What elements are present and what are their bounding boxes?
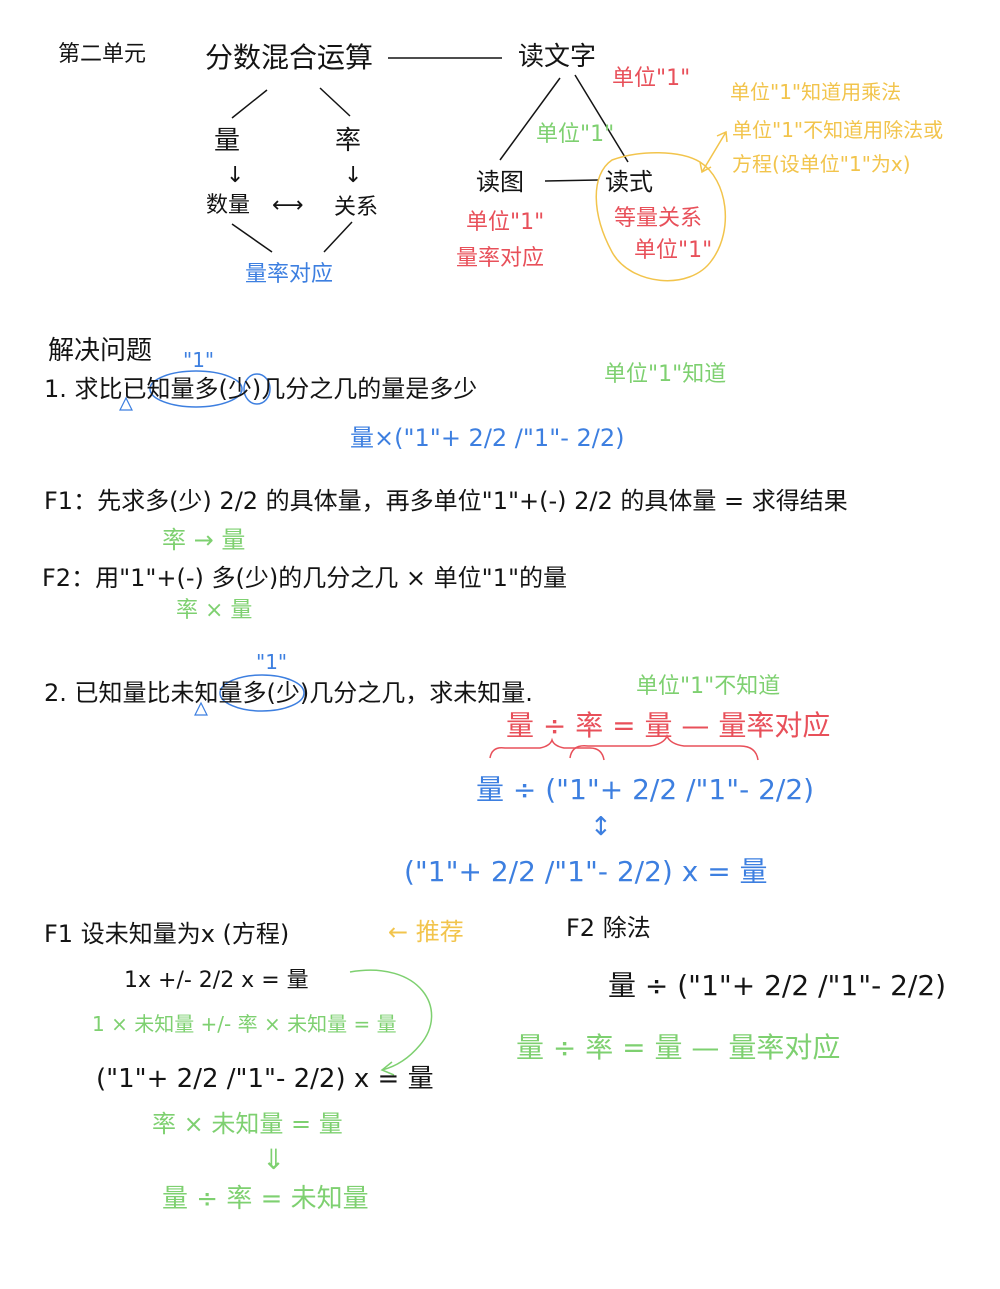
rate-node: 率 (335, 126, 362, 156)
triangle-mark (119, 396, 133, 411)
triangle-line-right (574, 74, 629, 163)
unit-mark-2: "1" (256, 650, 288, 674)
read-graph-node: 读图 (476, 168, 524, 196)
read-text-node: 读文字 (518, 42, 597, 72)
down-arrow-right: ↓ (344, 163, 363, 188)
yellow-note-3: 方程(设单位"1"为x) (732, 152, 911, 176)
correspond-label: 量率对应 (245, 262, 334, 287)
curved-arrow (349, 969, 433, 1071)
circle-known (149, 370, 243, 408)
blue-formula-1: 量 ÷ ("1"+ 2/2 /"1"- 2/2) (476, 773, 815, 806)
triangle-line-bottom (544, 179, 599, 182)
unit1-green-label: 单位"1" (536, 122, 615, 147)
yellow-note-1: 单位"1"知道用乘法 (730, 80, 902, 104)
question-2: 2. 已知量比未知量多(少)几分之几，求未知量. (44, 679, 533, 707)
formula-note-unit: 单位"1" (634, 238, 713, 263)
question-1-note: 单位"1"知道 (604, 362, 727, 387)
arrow-head-top (716, 130, 728, 143)
unit-title: 第二单元 (58, 42, 147, 67)
curved-arrow-head (380, 1061, 395, 1076)
method-2-green: 量 ÷ 率 = 量 — 量率对应 (516, 1031, 841, 1064)
down-arrow-left: ↓ (226, 163, 245, 188)
branch-line-left (231, 89, 268, 119)
method-1-title: F1 设未知量为x (方程) (44, 920, 290, 948)
formula-note-equal: 等量关系 (614, 206, 703, 231)
recommend-note: ← 推荐 (388, 918, 464, 946)
method-f1-sub: 率 → 量 (162, 526, 246, 554)
arrow-head-bottom (699, 161, 712, 174)
red-relation-line: 量 ÷ 率 = 量 — 量率对应 (506, 709, 831, 742)
circle-unknown (219, 674, 305, 712)
equation-1-green: 1 × 未知量 +/- 率 × 未知量 = 量 (92, 1012, 397, 1036)
equation-1: 1x +/- 2/2 x = 量 (124, 968, 309, 993)
topic-title: 分数混合运算 (205, 41, 374, 74)
question-1: 1. 求比已知量多(少)几分之几的量是多少 (44, 375, 478, 403)
method-2-title: F2 除法 (566, 914, 651, 942)
method-f1: F1：先求多(少) 2/2 的具体量，再多单位"1"+(-) 2/2 的具体量 … (44, 487, 848, 515)
unit-mark-1: "1" (183, 348, 215, 372)
double-arrow: ⟷ (272, 193, 304, 218)
question-1-formula: 量×("1"+ 2/2 /"1"- 2/2) (350, 424, 625, 452)
equation-2: ("1"+ 2/2 /"1"- 2/2) x = 量 (96, 1064, 434, 1094)
highlight-loop (595, 152, 726, 282)
method-2-formula: 量 ÷ ("1"+ 2/2 /"1"- 2/2) (608, 969, 947, 1002)
graph-note-unit: 单位"1" (466, 210, 545, 235)
merge-line-right (323, 221, 353, 253)
down-double-arrow: ⇓ (262, 1143, 286, 1176)
unit1-red-label: 单位"1" (612, 66, 691, 91)
merge-line-left (231, 223, 273, 253)
equivalence-arrow: ↕ (590, 812, 612, 842)
method-f2-sub: 率 × 量 (176, 598, 253, 623)
triangle-mark-2 (194, 701, 208, 716)
triangle-line-left (499, 77, 561, 161)
equation-3-green: 量 ÷ 率 = 未知量 (162, 1184, 369, 1214)
read-formula-node: 读式 (605, 168, 653, 196)
branch-line-right (319, 87, 351, 117)
method-f2: F2：用"1"+(-) 多(少)的几分之几 × 单位"1"的量 (42, 564, 567, 592)
yellow-note-2: 单位"1"不知道用除法或 (732, 118, 944, 142)
brace-left (489, 737, 605, 761)
graph-note-correspond: 量率对应 (456, 246, 545, 271)
brace-right (569, 733, 759, 761)
solve-heading: 解决问题 (48, 336, 153, 366)
blue-formula-2: ("1"+ 2/2 /"1"- 2/2) x = 量 (404, 855, 768, 888)
quantity-node: 量 (214, 126, 241, 156)
relation-node: 关系 (334, 195, 379, 220)
question-2-note: 单位"1"不知道 (636, 674, 781, 699)
number-node: 数量 (206, 193, 251, 218)
link-arrow (701, 131, 727, 173)
circle-more (243, 373, 271, 405)
equation-2-green: 率 × 未知量 = 量 (152, 1110, 343, 1138)
